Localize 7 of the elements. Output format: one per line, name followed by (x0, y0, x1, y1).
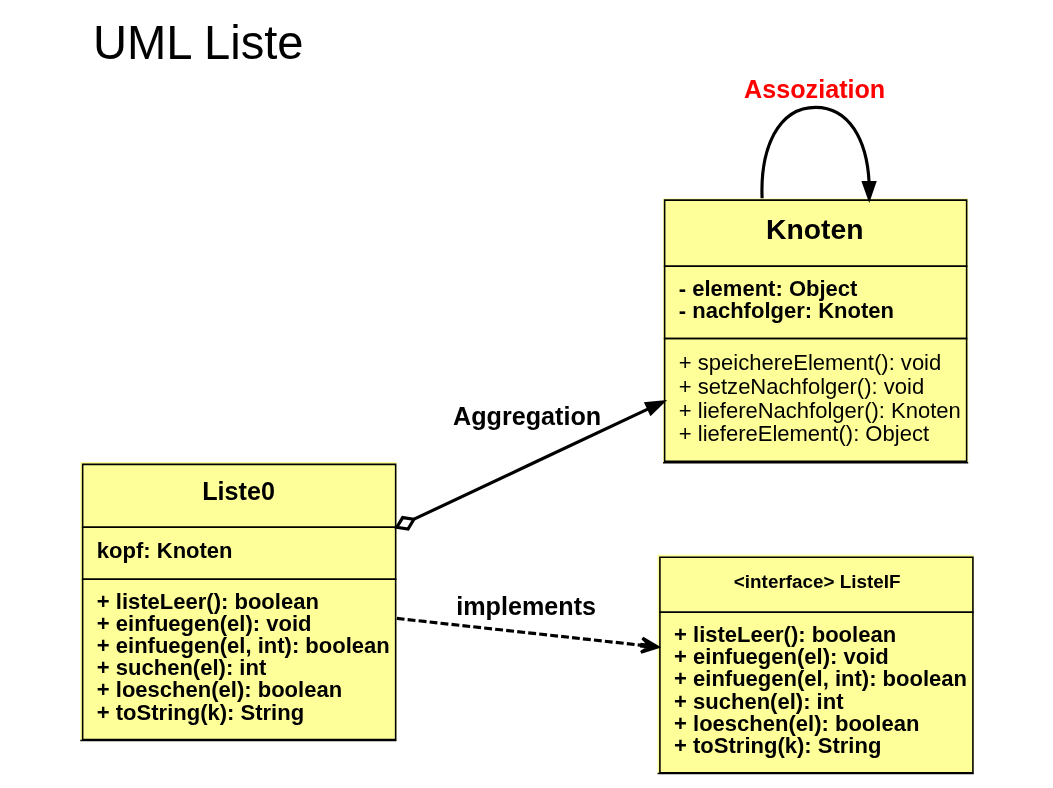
arrow (396, 616, 659, 654)
arrow (759, 105, 877, 203)
edge-label: Aggregation (452, 401, 601, 430)
diagram-title: UML Liste (92, 15, 304, 69)
edge-label: Assoziation (743, 74, 885, 103)
edge-label: implements (455, 592, 596, 621)
arrow (393, 399, 667, 531)
